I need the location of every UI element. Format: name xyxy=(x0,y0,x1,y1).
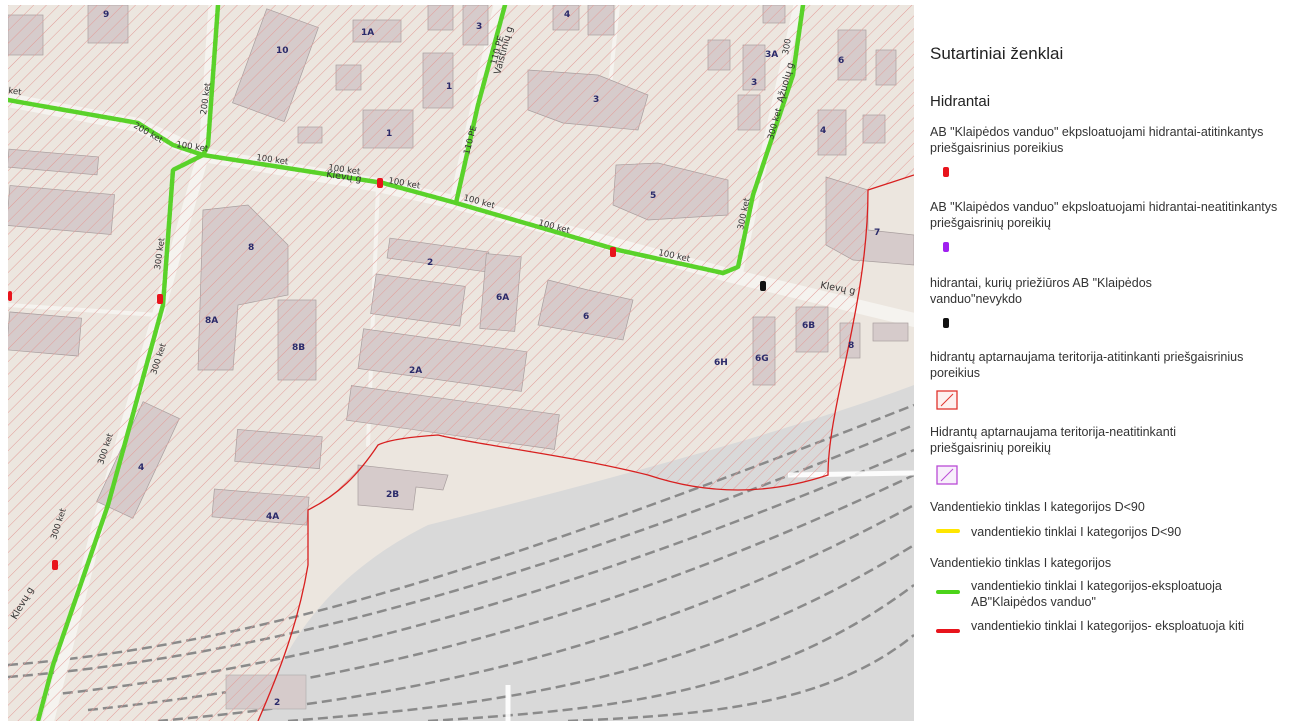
legend-item-label: AB "Klaipėdos vanduo" ekpsloatuojami hid… xyxy=(930,125,1264,155)
svg-text:100 ket: 100 ket xyxy=(328,163,362,177)
map-view[interactable]: 9 10 1A 3 4 3A 6 1 1 3 3 4 5 7 8 2 6A 6 … xyxy=(8,5,914,721)
svg-text:4A: 4A xyxy=(266,512,279,522)
svg-text:ket: ket xyxy=(8,86,23,98)
legend-item-label: AB "Klaipėdos vanduo" ekpsloatuojami hid… xyxy=(930,200,1278,230)
legend-line-label: vandentiekio tinklai I kategorijos- eksp… xyxy=(971,619,1245,633)
hydrant-black-icon xyxy=(943,318,949,328)
yellow-line-icon xyxy=(936,529,960,533)
svg-text:3: 3 xyxy=(476,22,482,32)
hydrants xyxy=(8,178,766,570)
svg-text:9: 9 xyxy=(103,10,109,20)
legend-item-label: hidrantai, kurių priežiūros AB "Klaipėdo… xyxy=(930,276,1152,306)
svg-text:8: 8 xyxy=(248,243,254,253)
svg-text:4: 4 xyxy=(820,126,826,136)
svg-text:2A: 2A xyxy=(409,366,422,376)
legend-line-label: vandentiekio tinklai I kategorijos D<90 xyxy=(971,525,1182,539)
hydrant-purple-icon xyxy=(943,242,949,252)
svg-text:8: 8 xyxy=(848,341,854,351)
red-line-icon xyxy=(936,629,960,633)
svg-text:8A: 8A xyxy=(205,316,218,326)
svg-text:8B: 8B xyxy=(292,343,305,353)
legend-network-d90-heading: Vandentiekio tinklas I kategorijos D<90 xyxy=(930,500,1145,514)
svg-text:1A: 1A xyxy=(361,28,374,38)
legend-panel: Sutartiniai ženklai Hidrantai AB "Klaipė… xyxy=(918,0,1299,724)
legend-network-heading: Vandentiekio tinklas I kategorijos xyxy=(930,556,1112,570)
map-canvas: 9 10 1A 3 4 3A 6 1 1 3 3 4 5 7 8 2 6A 6 … xyxy=(8,5,914,721)
svg-text:6: 6 xyxy=(838,56,844,66)
svg-text:5: 5 xyxy=(650,191,656,201)
legend-title: Sutartiniai ženklai xyxy=(930,44,1064,63)
svg-text:2B: 2B xyxy=(386,490,399,500)
svg-text:6B: 6B xyxy=(802,321,815,331)
svg-text:100 ket: 100 ket xyxy=(256,153,290,167)
svg-text:6: 6 xyxy=(583,312,589,322)
svg-text:6H: 6H xyxy=(714,358,728,368)
svg-text:3: 3 xyxy=(751,78,757,88)
legend-item-label: hidrantų aptarnaujama teritorija-atitink… xyxy=(930,350,1244,380)
svg-text:100 ket: 100 ket xyxy=(176,140,210,154)
svg-text:300 ket: 300 ket xyxy=(153,237,167,271)
legend-item-label: Hidrantų aptarnaujama teritorija-neatiti… xyxy=(930,425,1176,455)
svg-text:2: 2 xyxy=(274,698,280,708)
street-label: Klevų g xyxy=(326,169,363,185)
svg-text:1: 1 xyxy=(386,129,392,139)
svg-text:200 ket: 200 ket xyxy=(199,82,213,116)
hatched-area-red-icon xyxy=(936,390,958,410)
svg-text:7: 7 xyxy=(874,228,880,238)
svg-text:3: 3 xyxy=(593,95,599,105)
coverage-boundary xyxy=(257,174,914,721)
hydrant-red-icon xyxy=(943,167,949,177)
svg-text:10: 10 xyxy=(276,46,289,56)
legend-line-label: vandentiekio tinklai I kategorijos-ekspl… xyxy=(971,579,1222,609)
svg-text:6A: 6A xyxy=(496,293,509,303)
svg-text:4: 4 xyxy=(564,10,570,20)
hatched-area-purple-icon xyxy=(936,465,958,485)
svg-text:4: 4 xyxy=(138,463,144,473)
water-pipes xyxy=(8,5,806,721)
svg-text:3A: 3A xyxy=(765,50,778,60)
building-labels: 9 10 1A 3 4 3A 6 1 1 3 3 4 5 7 8 2 6A 6 … xyxy=(103,10,880,708)
svg-text:300: 300 xyxy=(781,38,794,56)
legend-section-hydrants: Hidrantai xyxy=(930,93,991,110)
green-line-icon xyxy=(936,590,960,594)
svg-text:1: 1 xyxy=(446,82,452,92)
svg-text:2: 2 xyxy=(427,258,433,268)
svg-text:6G: 6G xyxy=(755,354,769,364)
